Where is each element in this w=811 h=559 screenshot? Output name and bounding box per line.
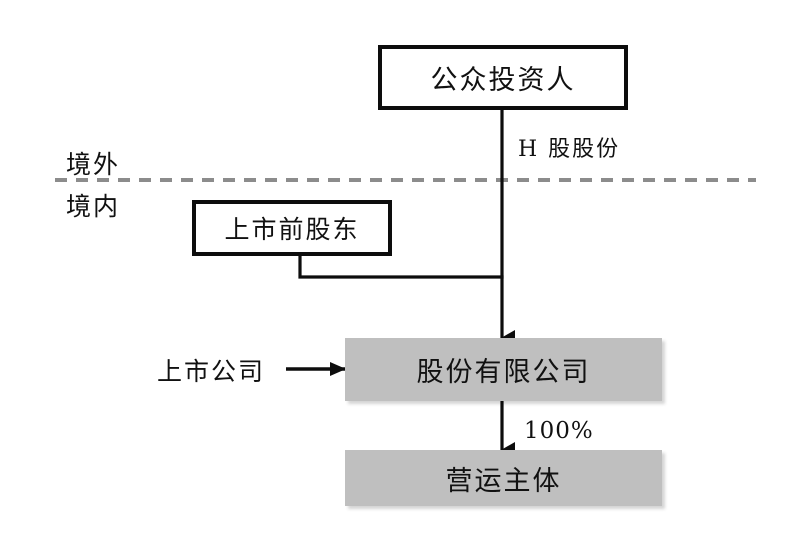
node-joint-stock-company-label: 股份有限公司 xyxy=(416,357,591,388)
edge-label-ownership-percent: 100% xyxy=(524,418,594,444)
node-joint-stock-company[interactable]: 股份有限公司 xyxy=(345,338,662,401)
node-operating-entity-label: 营运主体 xyxy=(445,465,562,497)
edge-label-h-shares: H 股股份 xyxy=(518,137,621,162)
node-pre-ipo-shareholders[interactable]: 上市前股东 xyxy=(192,200,392,256)
edge-pre-ipo-shareholders-to-company xyxy=(298,254,504,279)
node-operating-entity[interactable]: 营运主体 xyxy=(345,450,662,506)
annotation-listed-company: 上市公司 xyxy=(157,357,266,386)
node-pre-ipo-shareholders-label: 上市前股东 xyxy=(224,215,360,244)
node-public-investors[interactable]: 公众投资人 xyxy=(378,45,628,110)
annotation-onshore: 境内 xyxy=(66,192,121,221)
annotation-offshore: 境外 xyxy=(66,150,121,179)
node-public-investors-label: 公众投资人 xyxy=(430,65,576,96)
